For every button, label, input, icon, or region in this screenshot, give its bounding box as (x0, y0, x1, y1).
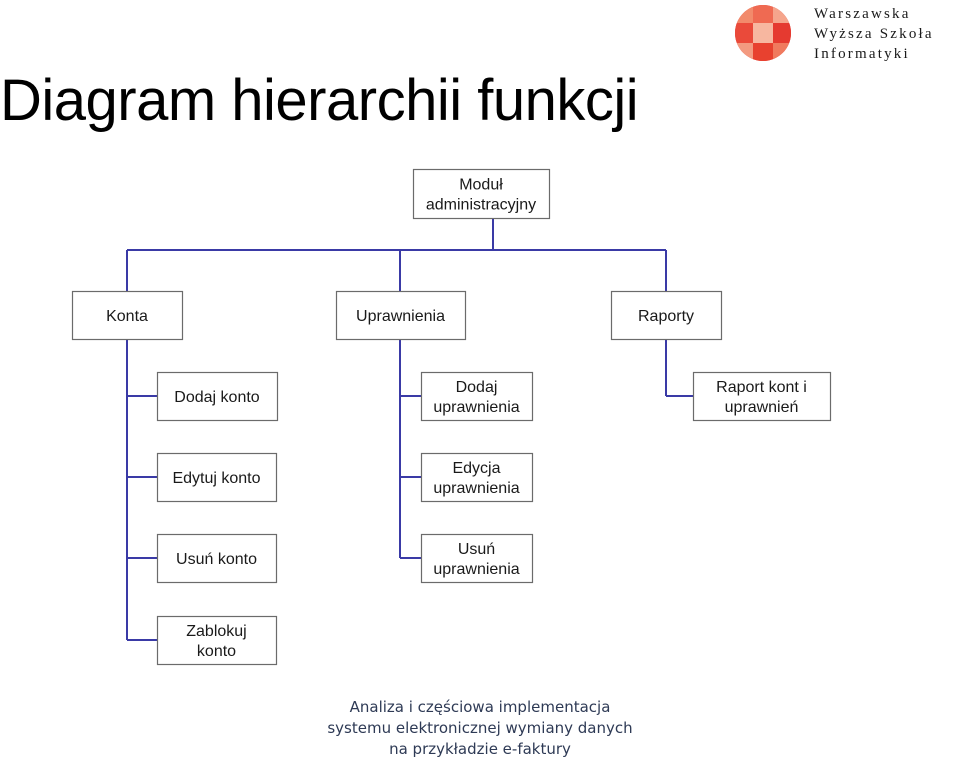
child-node-konta-label: Usuń konto (176, 551, 257, 568)
logo-emblem-icon (735, 5, 791, 61)
slide-title: Diagram hierarchii funkcji (0, 68, 639, 133)
child-node-uprawnienia-box (420, 371, 534, 422)
university-logo: Warszawska Wyższa Szkoła Informatyki (734, 4, 960, 62)
child-node-konta-box (156, 533, 278, 584)
child-node-konta-box (156, 615, 278, 666)
logo-text: Warszawska Wyższa Szkoła Informatyki (814, 4, 960, 64)
root-node-box (412, 168, 551, 220)
group-node-raporty-label: Raporty (638, 308, 694, 325)
logo-line: Warszawska (814, 6, 911, 22)
child-node-konta-box (156, 371, 279, 422)
child-node-raporty-box (692, 371, 832, 422)
child-node-uprawnienia-label: Usuń (458, 541, 495, 558)
child-node-raporty-label: uprawnień (725, 399, 799, 416)
group-node-konta-box (71, 290, 184, 341)
group-node-raporty-box (610, 290, 723, 341)
child-node-konta-label: Dodaj konto (174, 389, 259, 406)
root-node-label: administracyjny (426, 197, 536, 214)
child-node-raporty-label: Raport kont i (716, 379, 807, 396)
slide-footer: Analiza i częściowa implementacja system… (280, 697, 680, 760)
root-node-label: Moduł (459, 177, 503, 194)
logo-line: Wyższa Szkoła (814, 26, 934, 42)
group-node-uprawnienia-label: Uprawnienia (356, 308, 445, 325)
child-node-uprawnienia-label: Edycja (452, 460, 500, 477)
footer-line: na przykładzie e-faktury (389, 740, 571, 758)
child-node-konta-label: Zablokuj (186, 623, 246, 640)
child-node-konta-label: konto (197, 643, 236, 660)
footer-line: Analiza i częściowa implementacja (349, 698, 611, 716)
child-node-uprawnienia-box (420, 533, 534, 584)
child-node-konta-box (156, 452, 278, 503)
child-node-uprawnienia-label: uprawnienia (433, 561, 519, 578)
group-node-uprawnienia-box (335, 290, 467, 341)
footer-line: systemu elektronicznej wymiany danych (327, 719, 633, 737)
child-node-uprawnienia-box (420, 452, 534, 503)
child-node-uprawnienia-label: uprawnienia (433, 480, 519, 497)
child-node-uprawnienia-label: Dodaj (456, 379, 498, 396)
logo-line: Informatyki (814, 46, 910, 62)
child-node-konta-label: Edytuj konto (172, 470, 260, 487)
child-node-uprawnienia-label: uprawnienia (433, 399, 519, 416)
group-node-konta-label: Konta (106, 308, 148, 325)
